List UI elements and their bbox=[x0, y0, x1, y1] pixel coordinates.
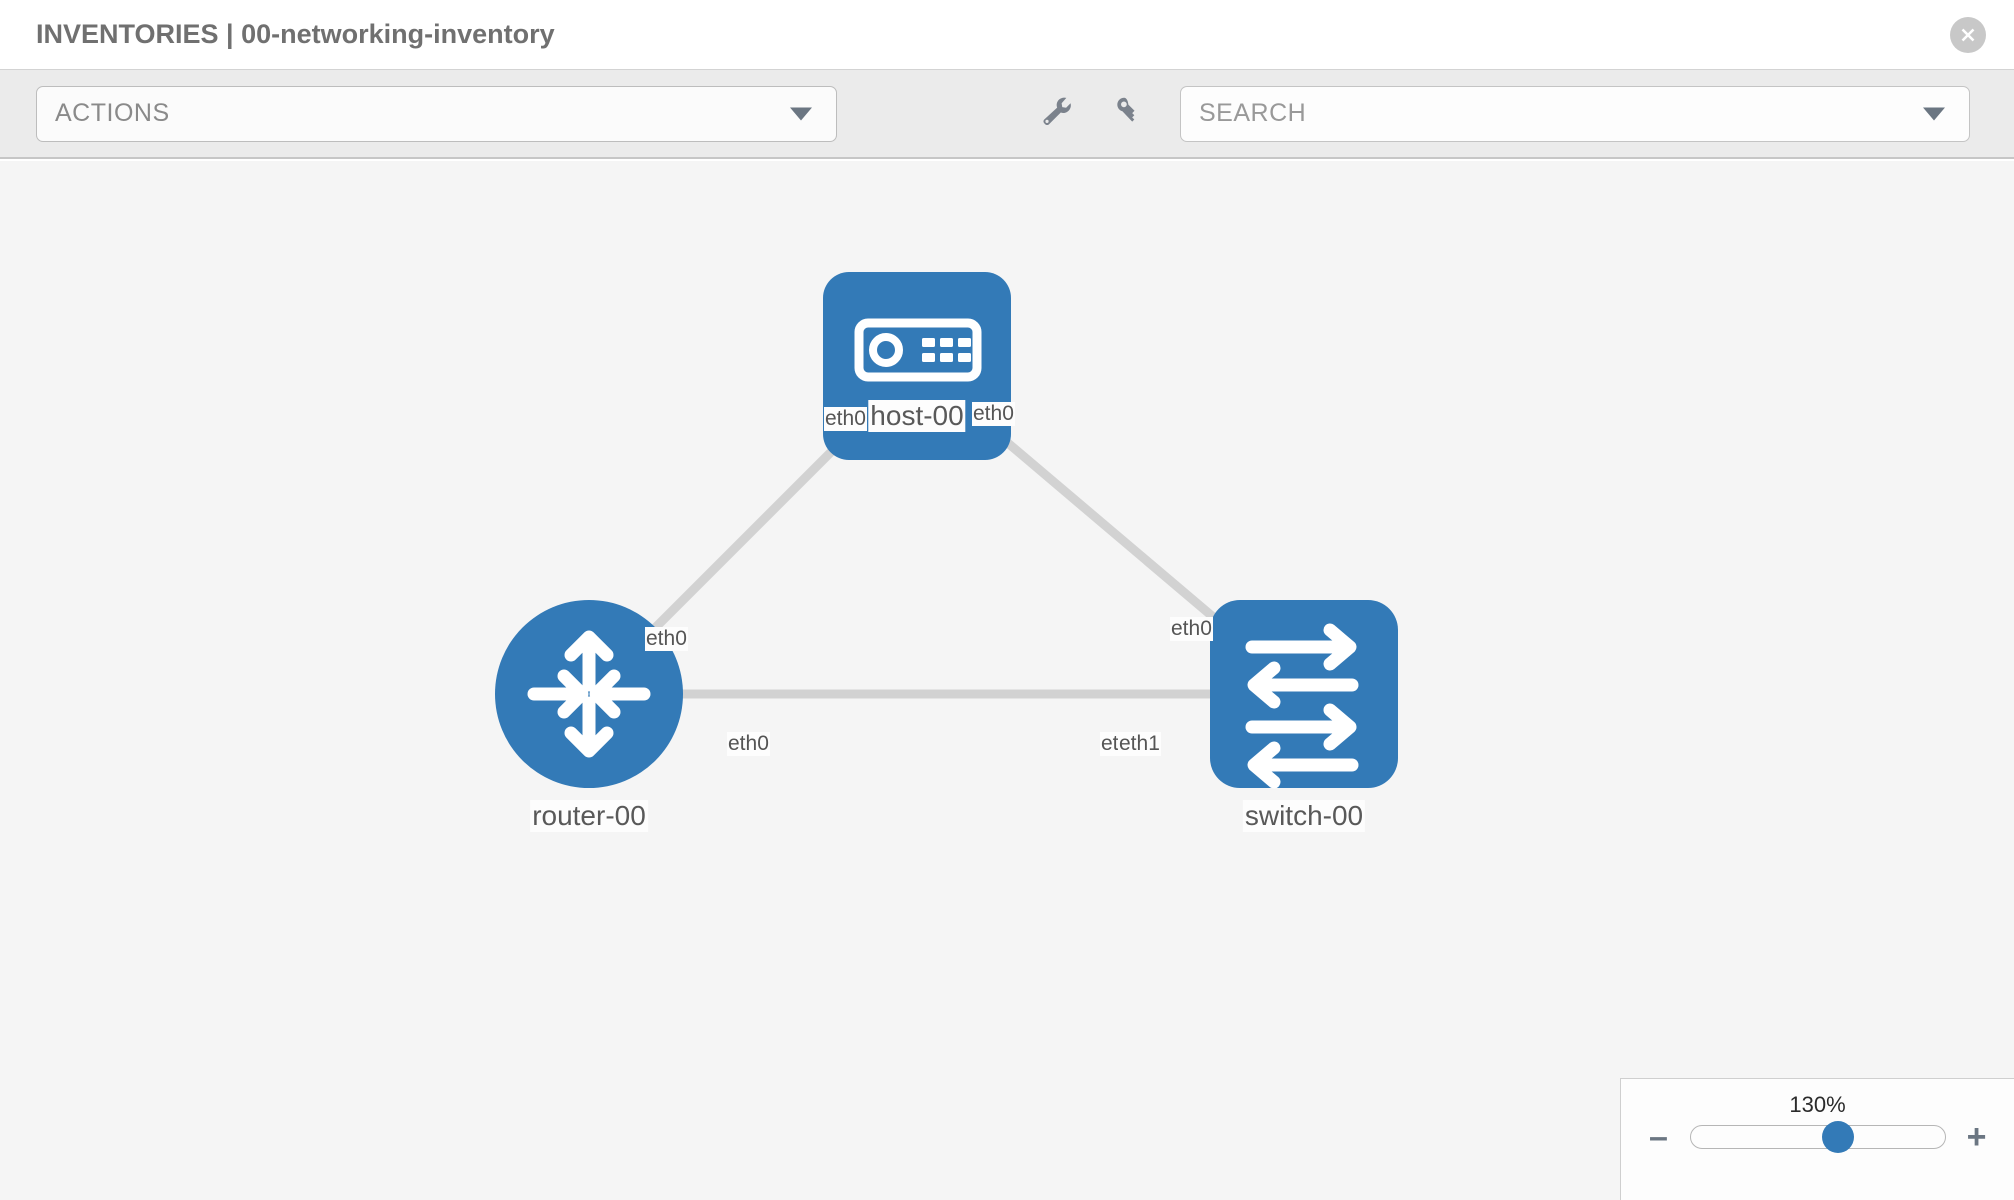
actions-dropdown-label: ACTIONS bbox=[55, 99, 170, 127]
wrench-icon[interactable] bbox=[1040, 94, 1074, 133]
iface-label: eth0 bbox=[645, 627, 688, 652]
node-router-00[interactable] bbox=[495, 600, 683, 788]
key-icon[interactable] bbox=[1112, 94, 1146, 133]
iface-label: eth1 bbox=[1118, 732, 1161, 757]
search-placeholder: SEARCH bbox=[1199, 99, 1307, 127]
iface-label: eth0 bbox=[824, 407, 867, 432]
iface-label: eth0 bbox=[972, 402, 1015, 427]
node-label-host-00: host-00 bbox=[868, 400, 966, 433]
topology-graph bbox=[495, 272, 1398, 789]
topology-canvas[interactable]: eth0 eth0 eth0 eth0 eth0 eth0 eth1 host-… bbox=[0, 161, 2014, 1200]
close-icon[interactable] bbox=[1950, 17, 1986, 53]
iface-label: eth0 bbox=[1170, 617, 1213, 642]
node-label-router-00: router-00 bbox=[530, 800, 648, 833]
page-title: INVENTORIES | 00-networking-inventory bbox=[36, 19, 555, 49]
chevron-down-icon[interactable] bbox=[1923, 107, 1945, 120]
toolbar-icon-group bbox=[1040, 94, 1146, 133]
iface-label: eth0 bbox=[727, 732, 770, 757]
actions-dropdown[interactable]: ACTIONS bbox=[36, 85, 837, 142]
zoom-out-button[interactable]: – bbox=[1649, 1118, 1668, 1156]
toolbar: ACTIONS SEARCH bbox=[0, 69, 2014, 159]
node-switch-00[interactable] bbox=[1210, 600, 1398, 789]
page-header: INVENTORIES | 00-networking-inventory bbox=[0, 0, 2014, 69]
chevron-down-icon bbox=[790, 107, 812, 120]
zoom-slider-row: – + bbox=[1621, 1118, 2014, 1156]
zoom-slider[interactable] bbox=[1689, 1121, 1946, 1153]
zoom-percent-label: 130% bbox=[1789, 1092, 1846, 1117]
zoom-in-button[interactable]: + bbox=[1966, 1118, 1987, 1156]
zoom-slider-thumb[interactable] bbox=[1821, 1121, 1854, 1153]
zoom-control-panel: 130% – + bbox=[1620, 1078, 2014, 1200]
search-input[interactable]: SEARCH bbox=[1180, 85, 1970, 142]
node-label-switch-00: switch-00 bbox=[1242, 800, 1366, 833]
